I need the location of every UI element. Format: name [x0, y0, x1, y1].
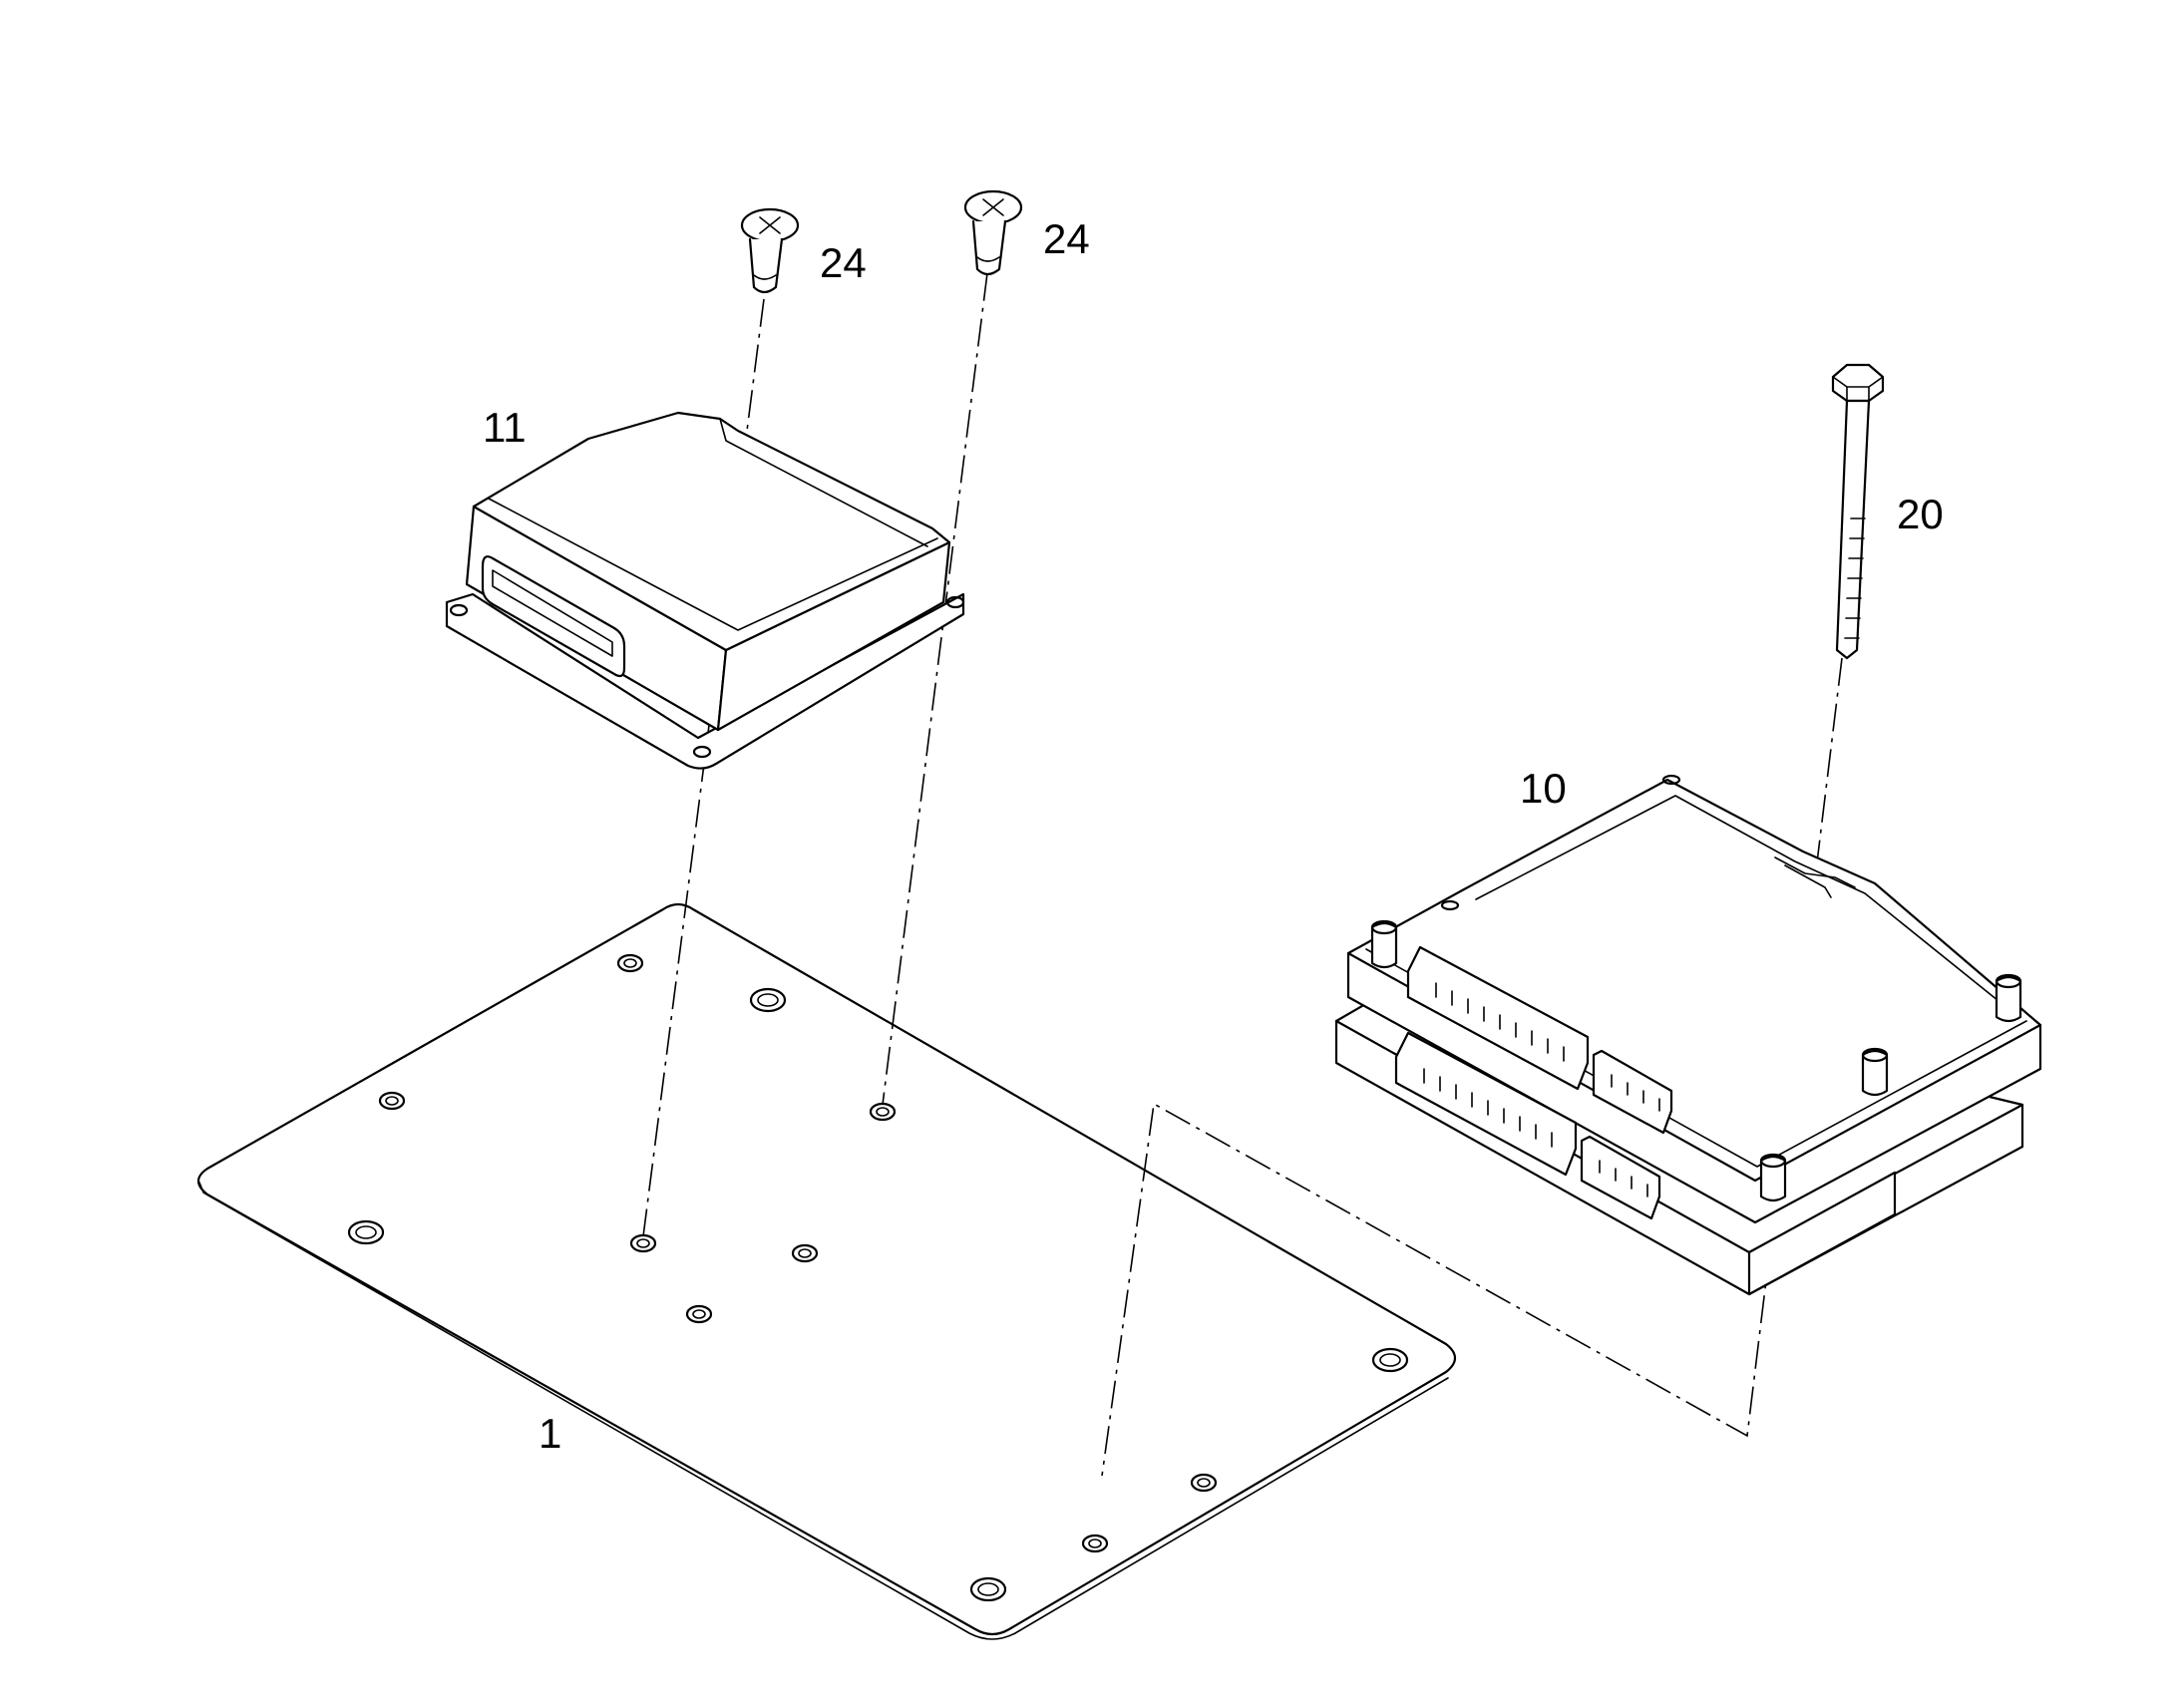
mounting-plate [196, 902, 1457, 1640]
connector-upper-left [1406, 945, 1590, 1091]
flange-hole [449, 603, 469, 617]
connector-upper-right [1592, 1049, 1673, 1135]
flange-hole [945, 595, 965, 609]
plate-hole [1371, 1347, 1409, 1373]
plate-hole [378, 1091, 406, 1111]
connector-lower-left [1394, 1031, 1578, 1177]
hex-bolt [1831, 363, 1885, 660]
callout-part-10: 10 [1520, 765, 1567, 812]
control-module-small [445, 411, 965, 770]
callout-part-11: 11 [483, 404, 527, 451]
plate-hole [347, 1219, 385, 1245]
screw-left [740, 207, 800, 294]
control-module-large [1334, 774, 2042, 1296]
callout-part-1: 1 [539, 1410, 561, 1457]
plate-hole [791, 1243, 819, 1263]
plate-hole [685, 1304, 713, 1324]
plate-hole [1081, 1534, 1109, 1553]
flange-hole [692, 745, 712, 759]
callout-part-24-left: 24 [820, 239, 867, 286]
callout-part-20: 20 [1897, 491, 1944, 537]
callout-part-24-right: 24 [1043, 215, 1090, 262]
plate-hole [1190, 1473, 1218, 1493]
plate-hole [749, 987, 787, 1013]
plate-hole [616, 953, 644, 973]
plate-hole [969, 1576, 1007, 1602]
screw-right [963, 189, 1023, 276]
connector-lower-right [1580, 1135, 1661, 1220]
plate-holes [347, 953, 1409, 1602]
